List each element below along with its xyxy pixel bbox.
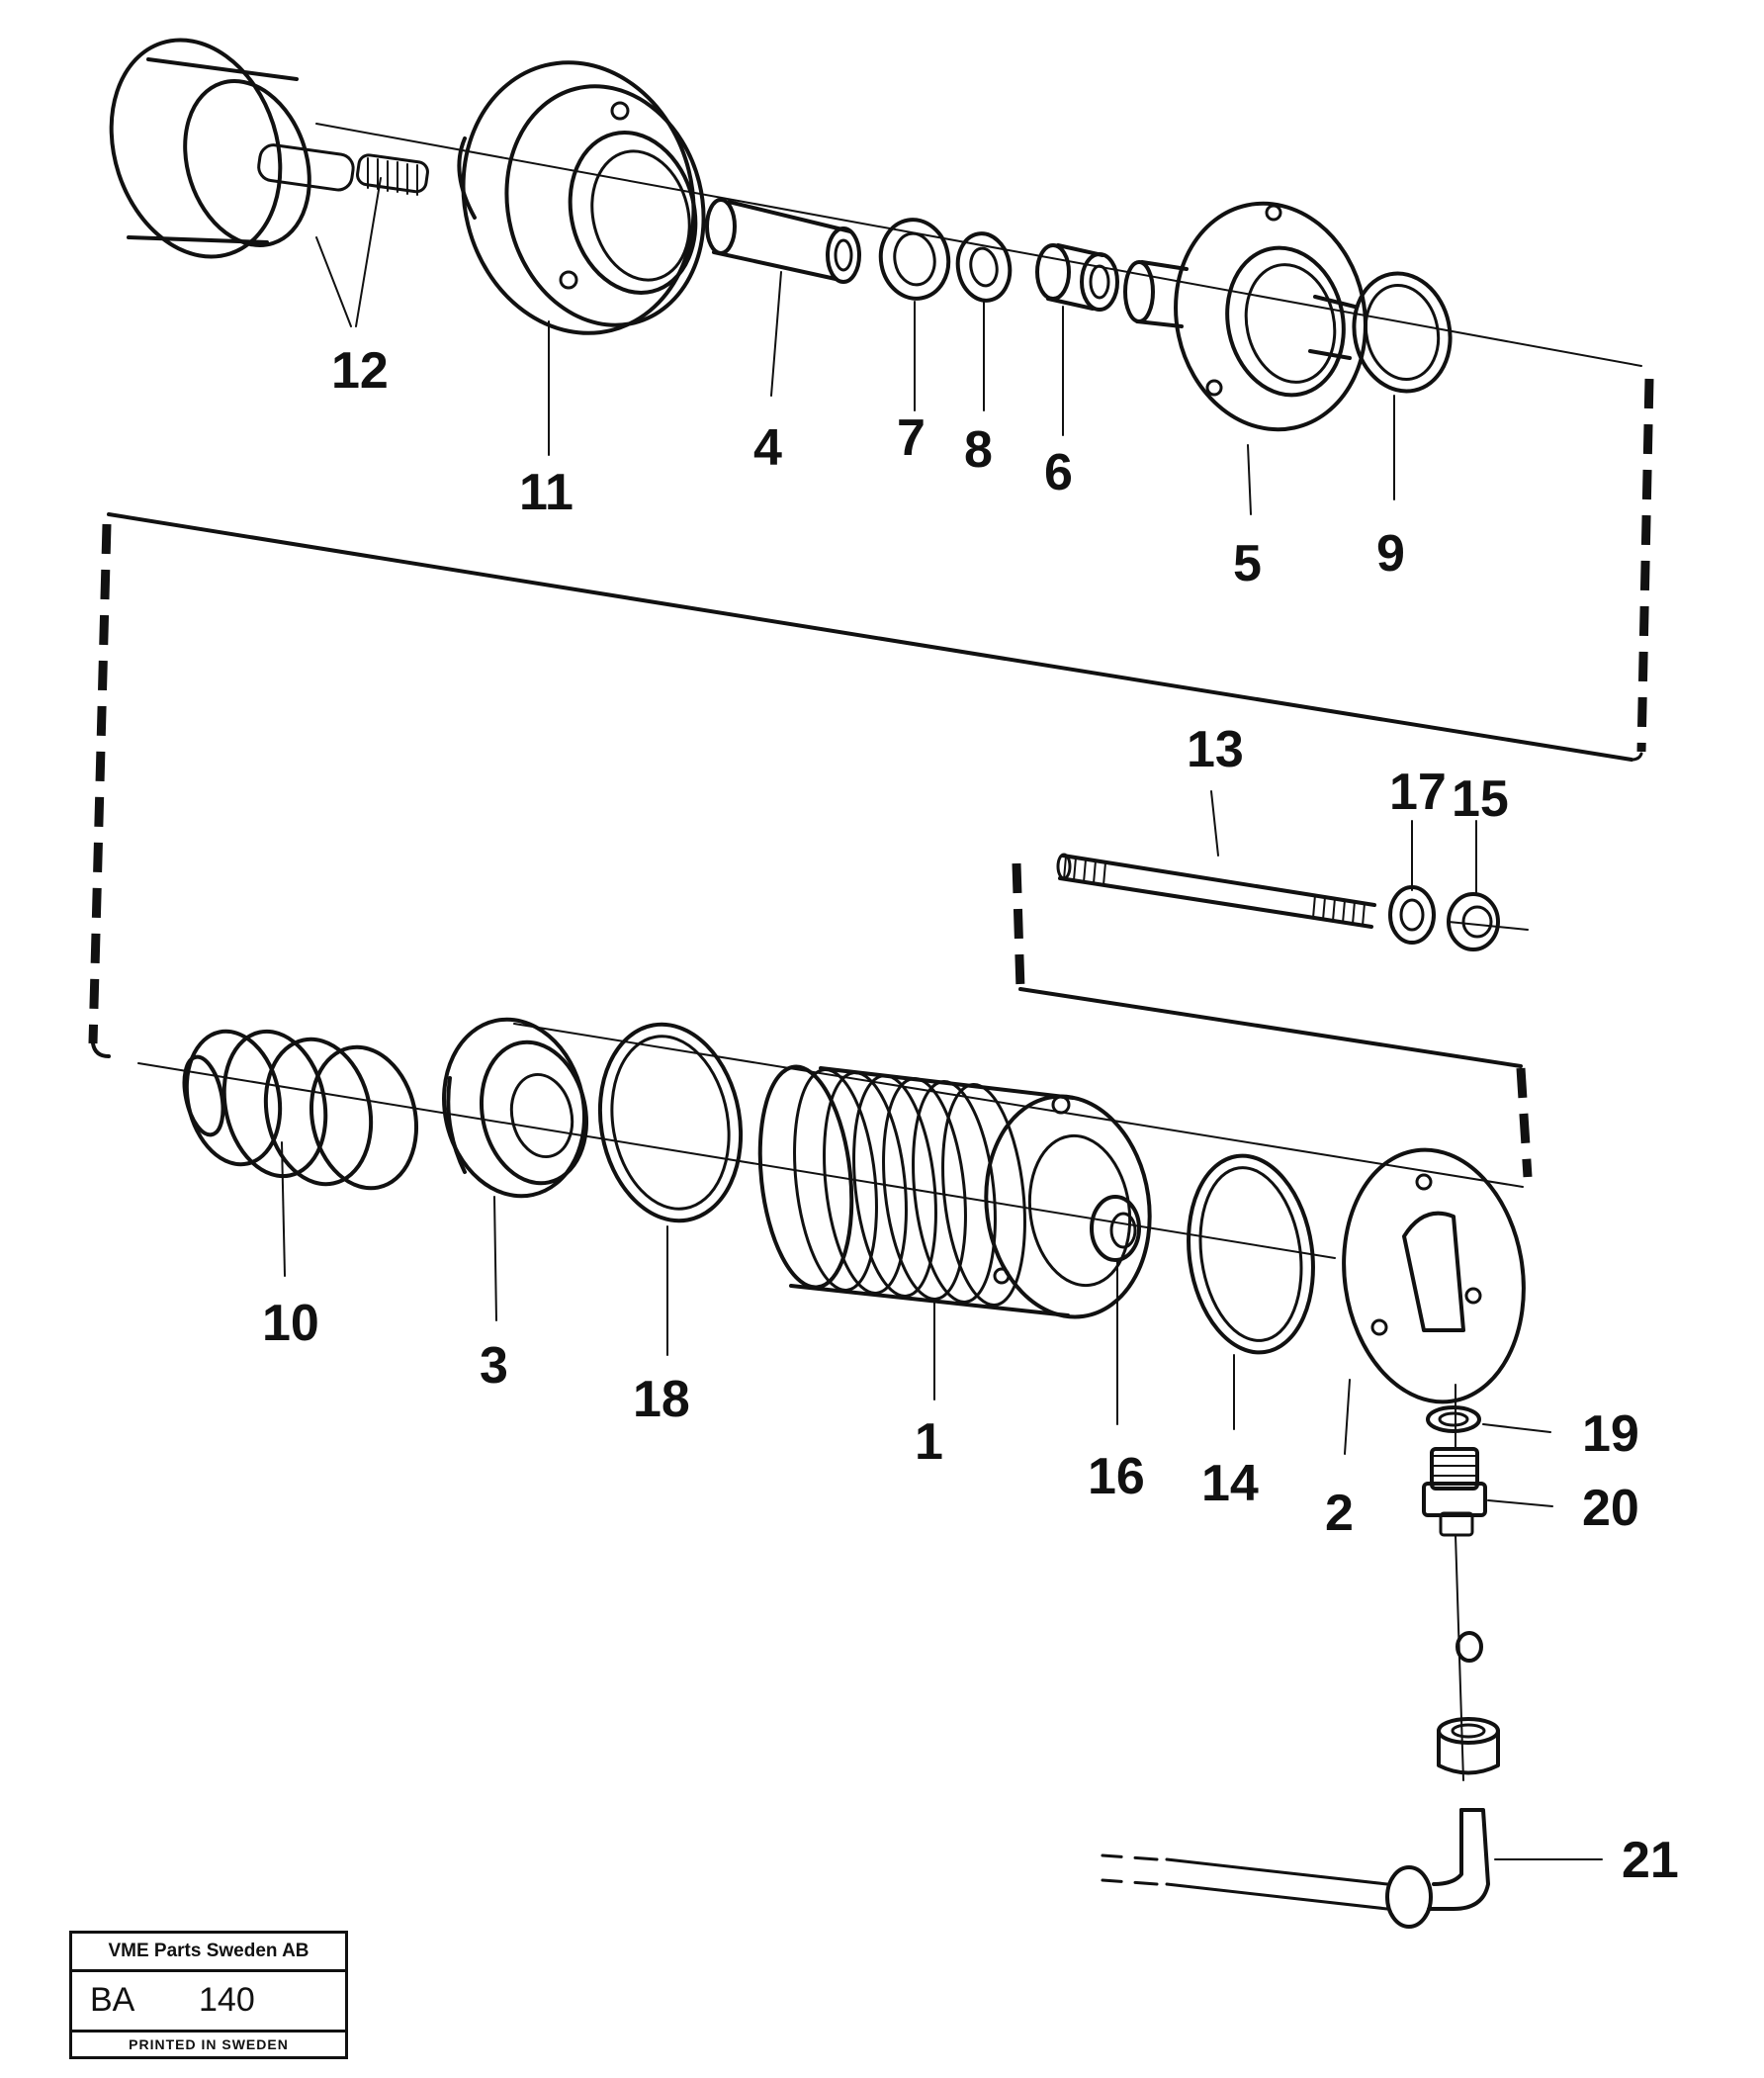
part-11-flange-housing: [457, 60, 706, 335]
callout-5: 5: [1233, 535, 1262, 592]
part-3-spring-seat: [442, 1017, 589, 1199]
callout-16: 16: [1088, 1448, 1145, 1505]
part-4-sleeve: [705, 198, 861, 284]
part-15-nut: [1447, 892, 1529, 951]
callout-labels: 12 11 4 7 8 6 5 9 13 17 15 10 3 18 1 16 …: [262, 342, 1679, 1889]
callout-19: 19: [1582, 1405, 1639, 1463]
part-6-bushing: [1035, 243, 1119, 312]
callout-7: 7: [897, 409, 926, 467]
part-21-elbow-pipe: [1101, 1808, 1490, 1929]
callout-10: 10: [262, 1295, 319, 1352]
part-8-washer: [955, 231, 1013, 303]
part-16-nut: [1090, 1195, 1141, 1262]
callout-8: 8: [964, 421, 993, 479]
stamp-code: BA: [90, 1981, 135, 2019]
part-1-bellows-cylinder: [757, 1064, 1152, 1319]
part-9-seal-ring: [1352, 271, 1453, 394]
part-7-ring: [878, 218, 951, 301]
stamp-printed: PRINTED IN SWEDEN: [72, 2030, 345, 2056]
callout-12: 12: [331, 342, 389, 400]
callout-17: 17: [1389, 764, 1447, 821]
callout-1: 1: [915, 1413, 943, 1471]
part-12-housing-with-stud: [109, 38, 429, 259]
callout-15: 15: [1452, 770, 1509, 828]
callout-18: 18: [633, 1371, 690, 1428]
callout-21: 21: [1622, 1832, 1679, 1889]
callout-11: 11: [519, 464, 573, 521]
ball: [1455, 1631, 1483, 1663]
part-2-end-cover: [1342, 1147, 1526, 1404]
stamp-number: 140: [199, 1981, 255, 2019]
stamp-company: VME Parts Sweden AB: [72, 1934, 345, 1972]
part-19-seal-washer: [1426, 1405, 1481, 1433]
part-17-washer: [1388, 885, 1436, 945]
callout-6: 6: [1044, 444, 1073, 501]
callout-2: 2: [1325, 1485, 1354, 1542]
part-14-o-ring: [1187, 1153, 1315, 1355]
part-5-flange-spigot: [1123, 201, 1367, 432]
part-18-o-ring: [597, 1022, 744, 1223]
callout-20: 20: [1582, 1480, 1639, 1537]
part-10-coil-spring: [182, 1029, 419, 1191]
part-13-stud: [1056, 853, 1376, 929]
title-block-stamp: VME Parts Sweden AB BA 140 PRINTED IN SW…: [69, 1931, 348, 2059]
part-20-fitting: [1422, 1447, 1487, 1537]
leader-lines: [281, 177, 1603, 1860]
callout-9: 9: [1376, 525, 1405, 583]
callout-13: 13: [1187, 721, 1244, 778]
callout-14: 14: [1201, 1455, 1259, 1512]
callout-4: 4: [753, 419, 782, 477]
callout-3: 3: [480, 1337, 508, 1395]
union-nut: [1437, 1717, 1500, 1775]
